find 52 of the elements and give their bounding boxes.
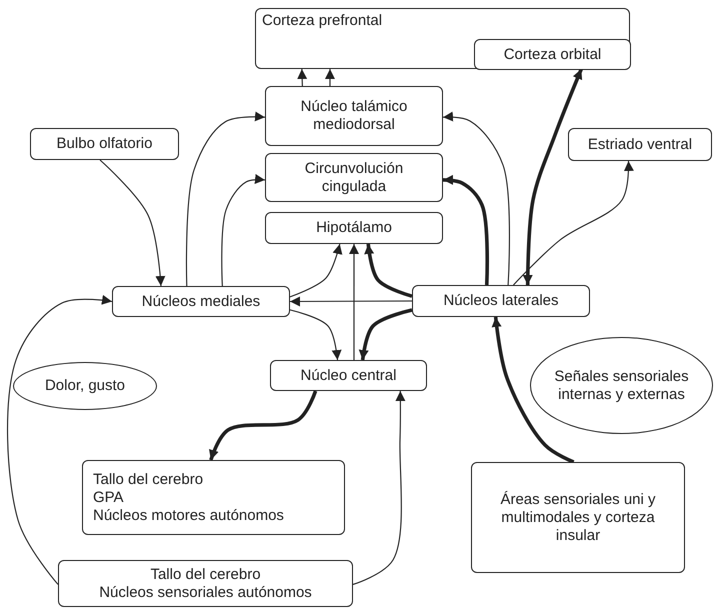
arrow (442, 112, 510, 286)
region-box (30, 128, 179, 160)
node-label: Núcleos mediales (142, 292, 260, 310)
region-box (568, 128, 712, 161)
arrow (522, 68, 583, 286)
node-label: Señales sensoriales internas y externas (553, 368, 690, 404)
arrow (349, 244, 359, 360)
arrow (290, 309, 342, 360)
node-label: Tallo del cerebro (150, 566, 261, 584)
region-box (471, 462, 685, 573)
arrow (7, 295, 112, 585)
node-label: Corteza prefrontal (262, 12, 382, 30)
arrow (324, 69, 335, 86)
arrow (442, 174, 490, 286)
node-label: Tallo del cerebro (93, 470, 204, 488)
region-box (474, 39, 631, 70)
node-label: Áreas sensoriales uni y multimodales y corteza insular (499, 490, 657, 544)
arrow (209, 390, 318, 461)
arrow (364, 244, 412, 298)
node-label: Estriado ventral (588, 136, 692, 154)
node-label: Núcleos laterales (443, 292, 559, 310)
arrow (290, 296, 412, 306)
arrow (297, 68, 308, 86)
node-label: Núcleos sensoriales autónomos (99, 584, 312, 602)
arrow (358, 308, 412, 360)
arrow (513, 160, 634, 286)
region-ellipse (530, 337, 713, 434)
region-box (412, 285, 590, 317)
node-label: Dolor, gusto (44, 377, 126, 395)
node-label: Corteza orbital (504, 46, 602, 64)
arrow (221, 174, 266, 286)
region-ellipse (13, 362, 157, 410)
node-label: Bulbo olfatorio (56, 135, 152, 153)
region-box (82, 460, 345, 535)
region-box (58, 560, 353, 607)
arrow (186, 112, 266, 286)
region-box (112, 286, 290, 317)
node-label: Núcleo central (300, 366, 396, 384)
node-label: Núcleo talámico mediodorsal (300, 98, 408, 134)
node-label: Núcleos motores autónomos (93, 506, 284, 524)
node-label: Hipotálamo (316, 219, 392, 237)
node-label: GPA (93, 488, 124, 506)
arrow (352, 391, 406, 585)
region-box (265, 153, 443, 202)
region-box (265, 212, 443, 244)
arrow (492, 316, 574, 464)
region-box (270, 360, 427, 391)
node-label: Circunvolución cingulada (304, 160, 404, 196)
region-box (255, 8, 630, 69)
region-box (265, 86, 443, 146)
arrow (100, 160, 166, 286)
arrow (290, 244, 342, 298)
